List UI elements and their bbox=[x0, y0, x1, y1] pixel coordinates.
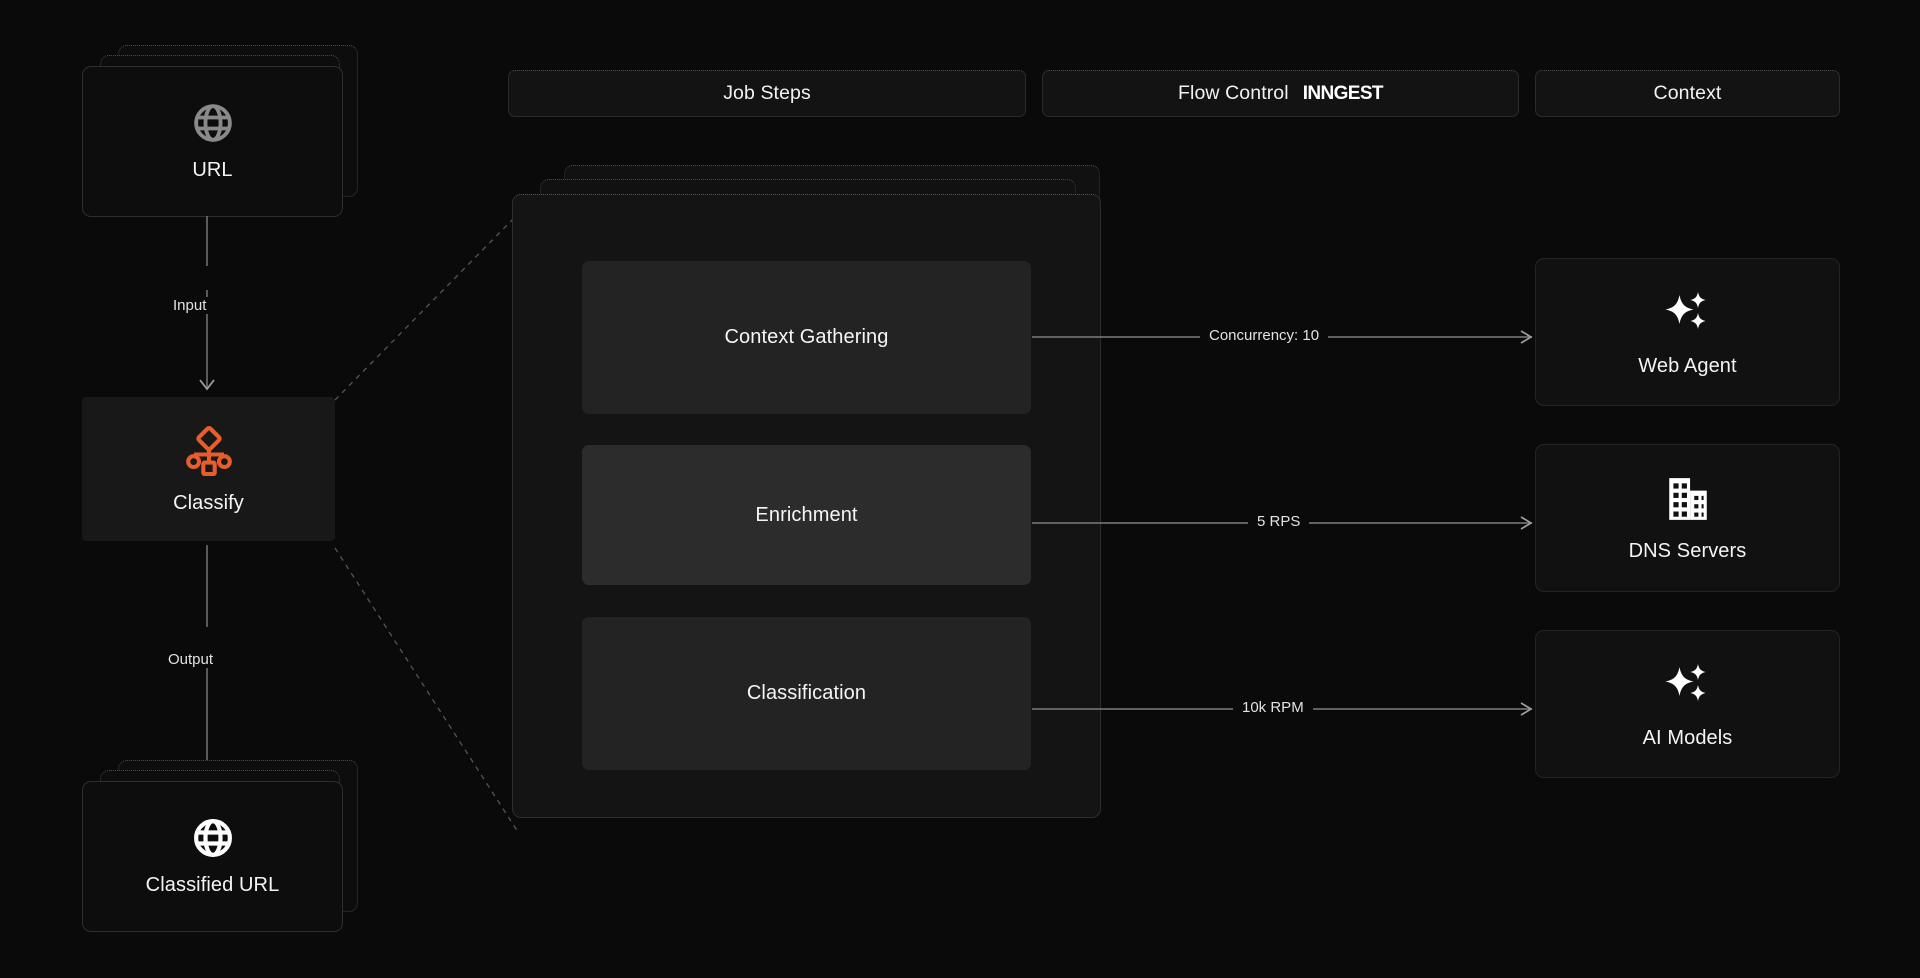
job-step-enrichment[interactable]: Enrichment bbox=[582, 445, 1031, 585]
input-node-stack: URL bbox=[82, 45, 367, 225]
workflow-icon bbox=[183, 424, 235, 476]
flow-label-rpm: 10k RPM bbox=[1233, 699, 1313, 716]
input-node-label: URL bbox=[192, 159, 233, 181]
context-card-ai-models[interactable]: AI Models bbox=[1535, 630, 1840, 778]
header-pill-flow-control: Flow Control INNGEST bbox=[1042, 70, 1519, 117]
edge-label-output: Output bbox=[159, 651, 223, 668]
edge-label-input: Input bbox=[164, 297, 216, 314]
header-pill-label: Context bbox=[1653, 82, 1722, 104]
globe-icon bbox=[191, 101, 235, 145]
header-pill-label: Flow Control bbox=[1178, 82, 1289, 104]
header-pill-context: Context bbox=[1535, 70, 1840, 117]
context-card-label: AI Models bbox=[1642, 726, 1733, 749]
flow-label-concurrency: Concurrency: 10 bbox=[1200, 327, 1329, 344]
process-node-classify[interactable]: Classify bbox=[82, 397, 335, 541]
expansion-connector-lines bbox=[334, 213, 519, 833]
sparkles-icon bbox=[1662, 287, 1714, 339]
output-node-stack: Classified URL bbox=[82, 760, 367, 940]
globe-icon bbox=[191, 816, 235, 860]
context-card-label: Web Agent bbox=[1638, 354, 1737, 377]
header-pill-label: Job Steps bbox=[723, 82, 811, 104]
context-card-dns-servers[interactable]: DNS Servers bbox=[1535, 444, 1840, 592]
header-pill-job-steps: Job Steps bbox=[508, 70, 1026, 117]
output-node-card[interactable]: Classified URL bbox=[82, 781, 343, 932]
input-node-card[interactable]: URL bbox=[82, 66, 343, 217]
flow-label-rps: 5 RPS bbox=[1248, 513, 1310, 530]
job-step-label: Classification bbox=[746, 682, 867, 704]
job-steps-panel-stack: Context Gathering Enrichment Classificat… bbox=[512, 165, 1152, 845]
inngest-logo: INNGEST bbox=[1302, 82, 1384, 104]
context-card-label: DNS Servers bbox=[1628, 539, 1747, 562]
process-node-label: Classify bbox=[173, 491, 244, 514]
output-node-label: Classified URL bbox=[145, 874, 280, 896]
job-step-label: Context Gathering bbox=[724, 326, 889, 348]
job-step-label: Enrichment bbox=[755, 503, 858, 526]
context-card-web-agent[interactable]: Web Agent bbox=[1535, 258, 1840, 406]
job-step-context-gathering[interactable]: Context Gathering bbox=[582, 261, 1031, 414]
sparkles-icon bbox=[1662, 659, 1714, 711]
building-icon bbox=[1663, 474, 1713, 524]
job-step-classification[interactable]: Classification bbox=[582, 617, 1031, 770]
